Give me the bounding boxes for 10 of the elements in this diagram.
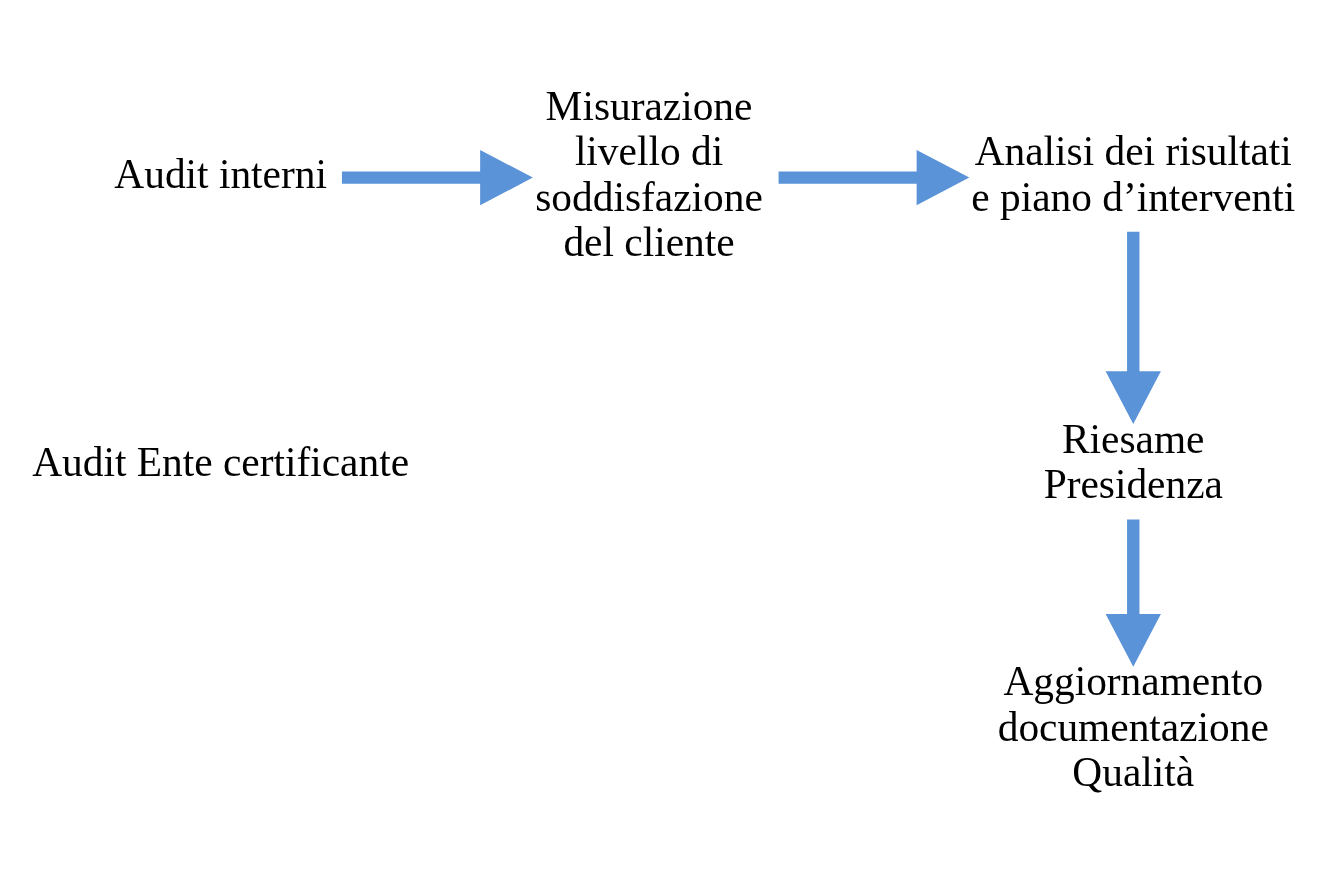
arrow <box>1105 519 1161 667</box>
arrow <box>1105 231 1161 424</box>
node-text: Analisi dei risultati e piano d’interventi <box>971 127 1296 220</box>
node-text: Misurazione livello di soddisfazione del cliente <box>535 82 763 265</box>
arrow <box>778 149 970 205</box>
node-text: Riesame Presidenza <box>1043 415 1223 507</box>
label: Audit Ente certificante <box>32 438 410 485</box>
arrow <box>341 149 533 205</box>
node-text: Aggiornamento documentazione Qualità <box>997 657 1269 795</box>
node-text: Audit interni <box>114 150 327 197</box>
